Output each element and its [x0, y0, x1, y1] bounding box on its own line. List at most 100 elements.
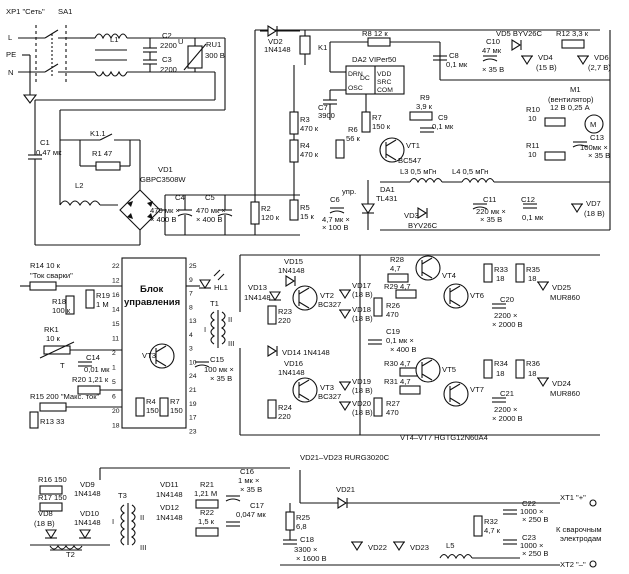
- value-c5-b: × 400 В: [196, 215, 222, 224]
- value-vd24: MUR860: [550, 389, 580, 398]
- resistor-r10: R10 10: [526, 105, 566, 127]
- pin-vdd: VDD: [377, 71, 391, 78]
- value-r35: 18: [528, 274, 536, 283]
- vt3-control: VT3: [142, 351, 156, 360]
- value-vd15: 1N4148: [278, 266, 305, 275]
- zener-vd6: VD6 (2,7 В): [577, 53, 611, 72]
- capacitor-c8: C8 0,1 мк: [433, 51, 468, 69]
- label-r18: R18: [52, 297, 66, 306]
- diode-vd25: VD25 MUR860: [537, 281, 580, 302]
- label-da2: DA2 VIPer50: [352, 55, 396, 64]
- value-ru1: 300 В: [205, 51, 225, 60]
- t-mark: T: [60, 361, 65, 370]
- weld-label-1: К сварочным: [556, 525, 602, 534]
- pin-left-number: 1: [112, 365, 116, 372]
- label-r33: R33: [494, 265, 508, 274]
- value-vd9: 1N4148: [74, 489, 101, 498]
- label-r8: R8 12 к: [362, 29, 388, 38]
- label-c10: C10: [486, 37, 500, 46]
- label-c5: C5: [205, 193, 215, 202]
- label-vt1: VT1: [406, 141, 420, 150]
- label-r36: R36: [526, 359, 540, 368]
- value-c1: 0,47 мк: [36, 148, 62, 157]
- diode-vd15: VD15 1N4148: [278, 257, 305, 287]
- value-vd10: 1N4148: [74, 518, 101, 527]
- pin-left-number: 14: [112, 307, 120, 314]
- label-vt3: VT3: [320, 383, 334, 392]
- label-r26: R26: [386, 301, 400, 310]
- label-l3: L3 0,5 мГн: [400, 167, 436, 176]
- zener-vd17: VD17 (18 В): [339, 281, 373, 300]
- diode-vd16: VD16 1N4148: [278, 359, 305, 377]
- label-xt1: XT1 "+": [560, 493, 586, 502]
- label-r19: R19: [96, 291, 110, 300]
- block-title-2: управления: [124, 297, 180, 308]
- pin-n: N: [8, 68, 13, 77]
- capacitor-c19: C19 0,1 мк × × 400 В: [368, 327, 416, 354]
- igbt-vt5: VT5: [415, 357, 456, 383]
- label-xp1: XP1 "Сеть": [6, 7, 45, 16]
- t1-winding-2: II: [228, 315, 232, 324]
- label-r5: R5: [300, 203, 310, 212]
- value-vd2: 1N4148: [264, 45, 291, 54]
- capacitor-c9: C9 0,1 мк: [420, 113, 454, 133]
- regulator-da1: упр. DA1 TL431: [342, 180, 398, 230]
- label-c23: C23: [522, 533, 536, 542]
- value-vd19: (18 В): [352, 386, 373, 395]
- relay-coil-k1: K1: [299, 30, 327, 65]
- pin-left-number: 22: [112, 263, 120, 270]
- value-c20-b: × 2000 В: [492, 320, 523, 329]
- capacitor-c20: C20 2200 × × 2000 В: [492, 295, 523, 329]
- resistor-r1: R1 47: [79, 140, 131, 171]
- value-c16-b: × 35 В: [240, 485, 262, 494]
- capacitor-c1: C1 0,47 мк: [28, 138, 62, 210]
- resistor-r32: R32 4,7 к: [473, 515, 501, 537]
- label-c14: C14: [86, 353, 100, 362]
- label-r31: R31 4,7: [384, 377, 411, 386]
- value-c19-b: × 400 В: [390, 345, 416, 354]
- value-vd13: 1N4148: [244, 293, 271, 302]
- label-c20: C20: [500, 295, 514, 304]
- label-r21: R21: [200, 480, 214, 489]
- value-r19: 1 М: [96, 300, 109, 309]
- resistor-r4: R4 470 к: [289, 65, 319, 200]
- mains-connector-xp1: XP1 "Сеть" SA1 L PE N: [6, 7, 80, 104]
- resistor-r22: R22 1,5 к: [195, 508, 219, 537]
- label-vt4: VT4: [442, 271, 456, 280]
- value-c13-b: × 35 В: [588, 151, 610, 160]
- pin-left-number: 2: [112, 350, 116, 357]
- label-vd21: VD21: [336, 485, 355, 494]
- value-r23: 220: [278, 316, 291, 325]
- sub-r14: "Ток сварки": [30, 271, 73, 280]
- pin-drn: DRN: [348, 71, 363, 78]
- value-r7c: 150: [170, 406, 183, 415]
- zener-vd8: VD8 (18 В): [34, 509, 57, 540]
- resistor-r24: R24 220: [267, 399, 292, 421]
- value-c6-a: 4,7 мк ×: [322, 215, 350, 224]
- value-r21: 1,21 М: [194, 489, 217, 498]
- value-c5-a: 470 мк ×: [196, 206, 226, 215]
- value-vd4: (15 В): [536, 63, 557, 72]
- resistor-r4-control: R4 150: [135, 397, 159, 417]
- value-vd8: (18 В): [34, 519, 55, 528]
- label-upr: упр.: [342, 187, 356, 196]
- pin-com: COM: [377, 87, 393, 94]
- diode-vd23: VD23: [393, 541, 429, 552]
- value-vd18: (18 В): [352, 314, 373, 323]
- resistor-r8: R8 12 к: [362, 29, 391, 47]
- pin-right-number: 25: [189, 263, 197, 270]
- label-r17: R17 150: [38, 493, 67, 502]
- label-vd16: VD16: [284, 359, 303, 368]
- label-r22: R22: [200, 508, 214, 517]
- label-vd14: VD14 1N4148: [282, 348, 330, 357]
- value-r11: 10: [528, 150, 536, 159]
- value-c4-a: 470 мк ×: [150, 206, 180, 215]
- label-k11: K1.1: [90, 129, 106, 138]
- resistor-r36: R36 18: [515, 359, 540, 379]
- label-c17: C17: [250, 501, 264, 510]
- pot-r15: R15 200 "Макс. ток": [30, 392, 122, 412]
- resistor-r21: R21 1,21 М: [194, 480, 219, 509]
- value-r9: 3,9 к: [416, 102, 433, 111]
- pin-right-number: 7: [189, 291, 193, 298]
